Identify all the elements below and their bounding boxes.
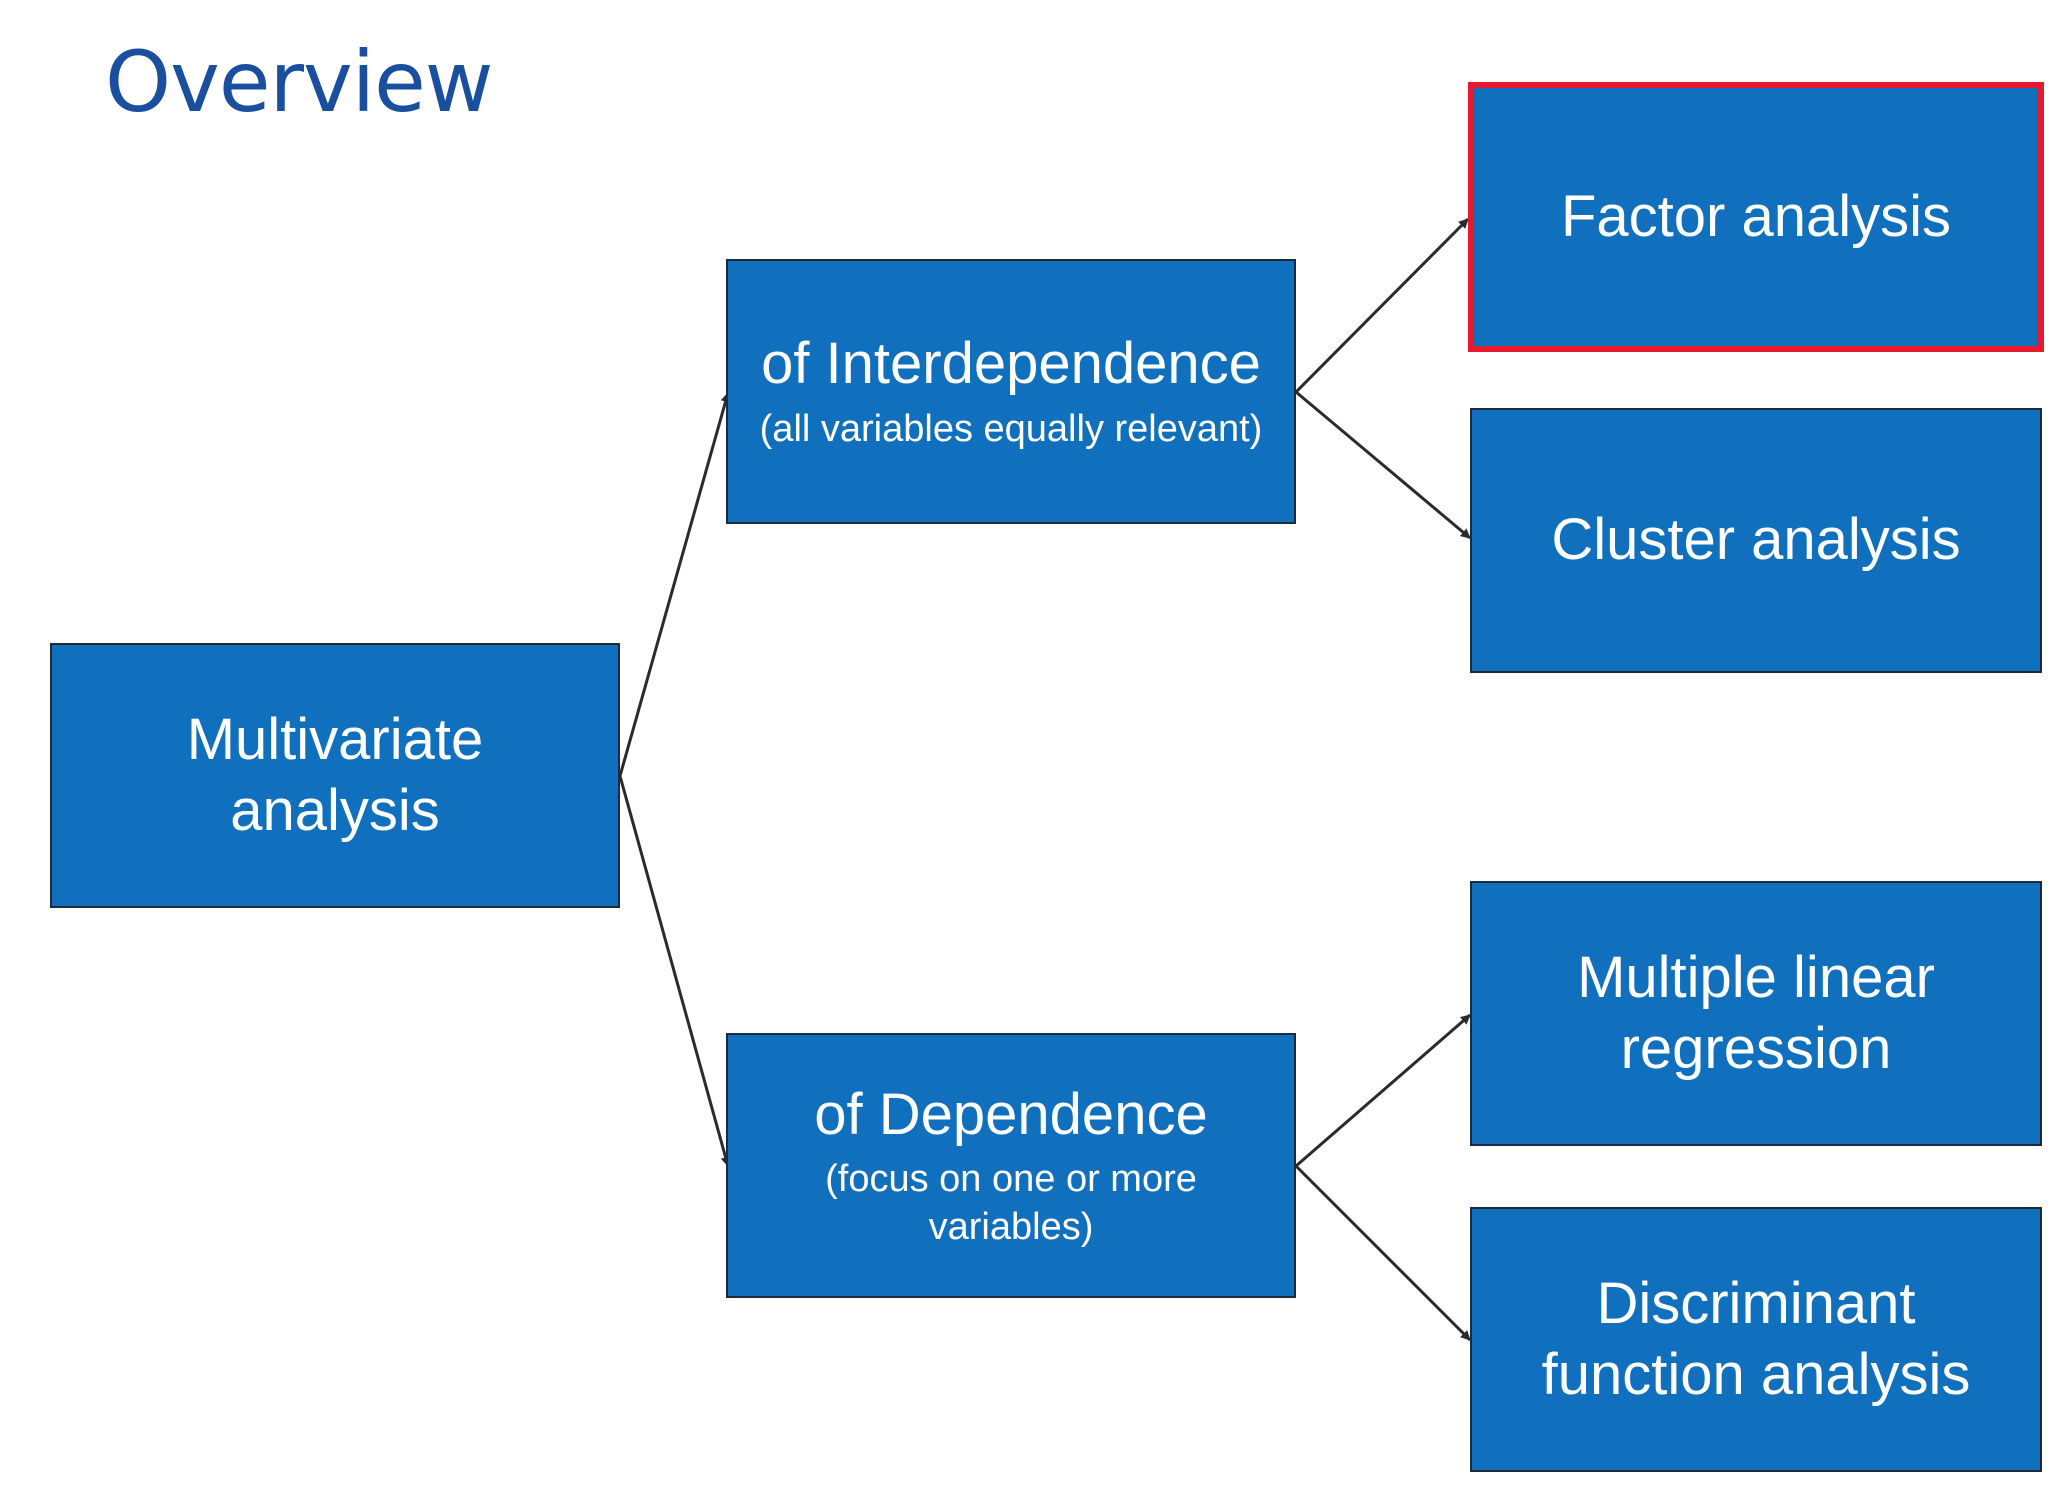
node-factor-analysis: Factor analysis [1468,82,2044,352]
node-dependence: of Dependence (focus on one or more vari… [726,1033,1296,1298]
node-sublabel: (focus on one or more variables) [825,1158,1197,1248]
arrow-dependence-to-dfa [1294,1164,1472,1342]
node-sublabel: (all variables equally relevant) [759,408,1263,451]
node-interdependence: of Interdependence (all variables equall… [726,259,1296,524]
arrow-root-to-dependence [618,775,731,1167]
arrow-root-to-interdependence [618,392,731,777]
node-label: of Dependence [814,1081,1208,1147]
node-cluster-analysis: Cluster analysis [1470,408,2042,673]
node-label: Factor analysis [1560,183,1952,249]
arrow-interdependence-to-cluster [1295,390,1471,540]
node-multivariate-analysis: Multivariate analysis [50,643,620,908]
node-label: Multivariate analysis [186,706,484,843]
arrow-interdependence-to-factor [1294,217,1470,394]
node-label: Multiple linear regression [1577,944,1935,1081]
node-discriminant-function-analysis: Discriminant function analysis [1470,1207,2042,1472]
arrow-dependence-to-mlr [1295,1013,1471,1168]
node-label: of Interdependence [761,331,1261,397]
page-title: Overview [105,33,493,131]
node-label: Discriminant function analysis [1541,1270,1971,1407]
node-multiple-linear-regression: Multiple linear regression [1470,881,2042,1146]
node-label: Cluster analysis [1551,507,1961,573]
